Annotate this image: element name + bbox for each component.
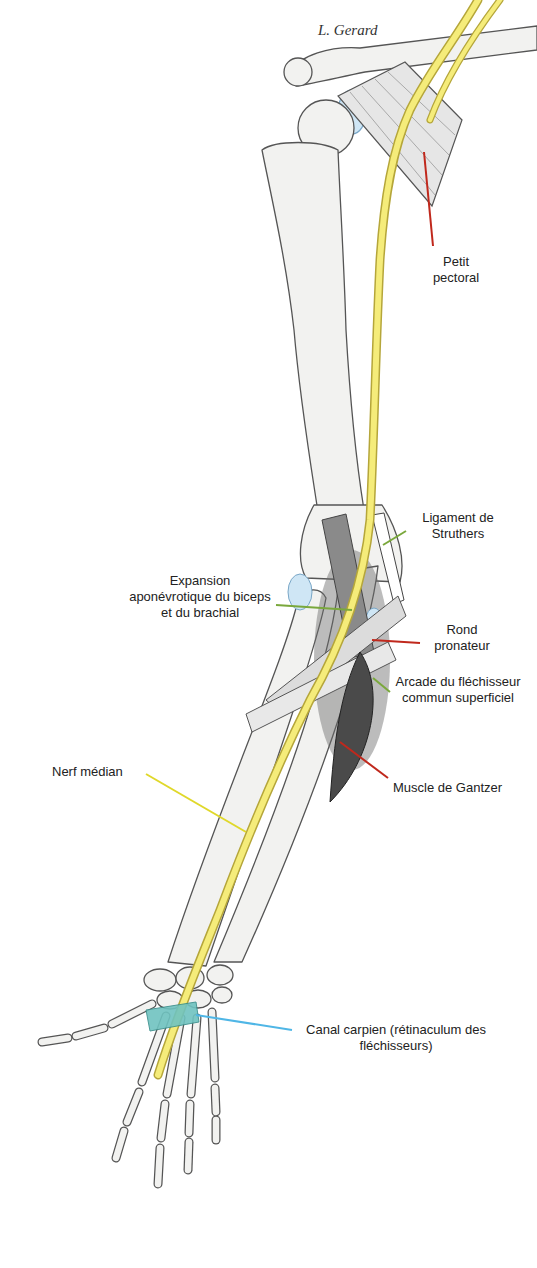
muscle-label: Rond pronateur: [424, 622, 500, 654]
canal-label: Canal carpien (rétinaculum des fléchisse…: [300, 1022, 492, 1054]
nerve-label: Nerf médian: [52, 764, 142, 780]
signature: L. Gerard: [318, 22, 408, 38]
ligament-label: Ligament de Struthers: [412, 510, 504, 542]
expansion-label: Expansion aponévrotique du biceps et du …: [129, 573, 271, 621]
muscle-label: Petit pectoral: [424, 254, 488, 286]
muscle-label: Muscle de Gantzer: [393, 780, 533, 796]
arcade-label: Arcade du fléchisseur commun superficiel: [395, 674, 521, 706]
